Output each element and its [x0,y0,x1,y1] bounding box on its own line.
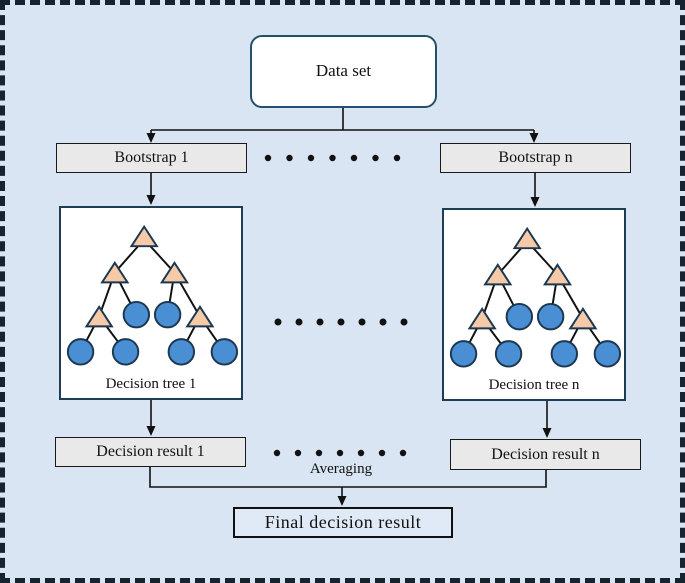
ellipsis-dots-trees [274,318,408,326]
decision-tree-1-graphic [66,225,239,366]
results-merge-line [149,467,547,488]
decision-tree-1-label: Decision tree 1 [105,376,197,392]
ellipsis-dots-bootstrap [264,154,401,162]
bootstrap-1-label: Bootstrap 1 [114,149,189,167]
bootstrap-n-box: Bootstrap n [440,143,631,173]
dataset-branch-line [151,108,534,131]
bootstrap-n-label: Bootstrap n [498,149,573,167]
decision-result-1-box: Decision result 1 [55,437,246,467]
decision-tree-n-graphic [449,227,622,368]
data-set-label: Data set [315,61,372,81]
decision-tree-1-panel: Decision tree 1 [59,206,243,400]
connector-layer [146,108,552,506]
decision-tree-n-panel: Decision tree n [442,208,626,401]
bootstrap-1-box: Bootstrap 1 [56,143,247,173]
decision-result-n-label: Decision result n [491,445,600,463]
final-decision-result-label: Final decision result [264,511,422,532]
decision-result-n-box: Decision result n [450,439,641,470]
averaging-label: Averaging [309,461,373,477]
data-set-box: Data set [250,35,437,108]
decision-tree-n-label: Decision tree n [488,377,580,393]
final-decision-result-box: Final decision result [233,507,453,538]
decision-result-1-label: Decision result 1 [96,443,205,461]
ellipsis-dots-results [273,449,407,457]
